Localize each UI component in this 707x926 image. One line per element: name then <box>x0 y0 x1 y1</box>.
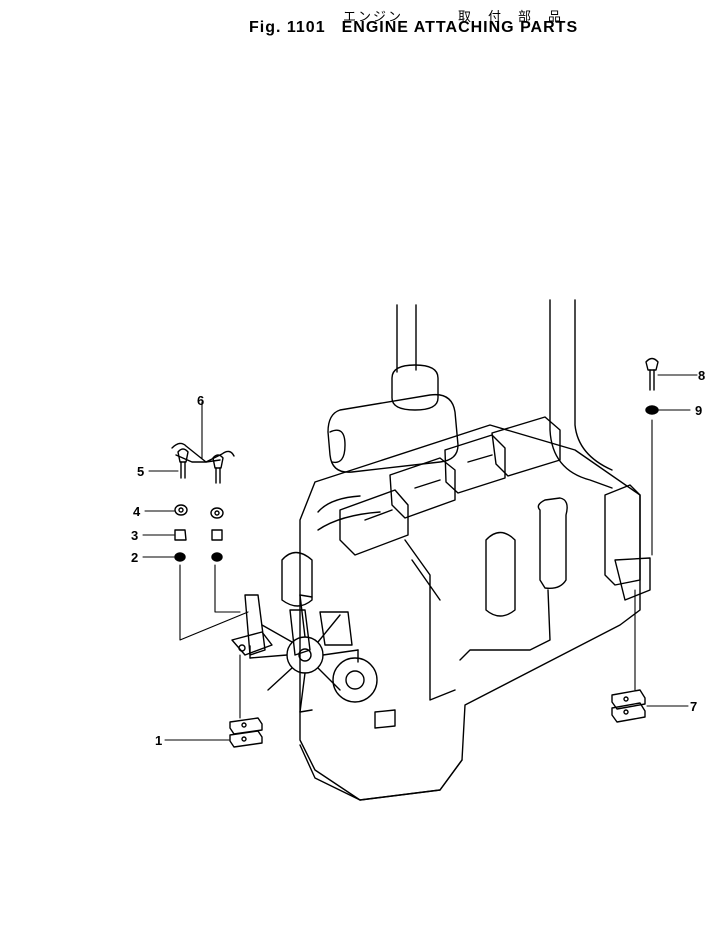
callout-lines <box>142 374 698 741</box>
engine-block <box>249 299 651 801</box>
callout-7: 7 <box>690 699 697 714</box>
figure-caption: ENGINE ATTACHING PARTS <box>341 19 579 36</box>
callout-6: 6 <box>197 393 204 408</box>
callout-2: 2 <box>131 550 138 565</box>
title-jp-engine: エンジン <box>343 10 404 25</box>
part-8-bolt <box>645 357 659 391</box>
callout-3: 3 <box>131 528 138 543</box>
callout-numbers: 1 2 3 4 5 6 7 8 9 <box>131 368 705 748</box>
cooling-fan <box>249 551 378 713</box>
title-japanese: エンジン 取 付 部 品 <box>0 6 707 25</box>
leader-lines <box>179 419 653 719</box>
part-6-plate <box>171 401 235 463</box>
part-1-mount-rubber <box>229 717 263 748</box>
part-7-mount-rubber <box>611 689 646 723</box>
title-jp-attaching-parts: 取 付 部 品 <box>458 10 564 25</box>
figure-title: Fig. 1101 ENGINE ATTACHING PARTS <box>249 19 594 37</box>
part-9-washer <box>645 405 659 415</box>
callout-9: 9 <box>695 403 702 418</box>
part-4-bushing <box>174 504 224 519</box>
callout-4: 4 <box>133 504 141 519</box>
callout-1: 1 <box>155 733 162 748</box>
callout-8: 8 <box>698 368 705 383</box>
front-mount-bracket <box>231 594 273 656</box>
part-2-washer <box>174 552 223 562</box>
part-3-nut <box>174 529 223 541</box>
part-5-bolt <box>177 448 224 484</box>
callout-5: 5 <box>137 464 144 479</box>
figure-number: Fig. 1101 <box>249 19 326 36</box>
